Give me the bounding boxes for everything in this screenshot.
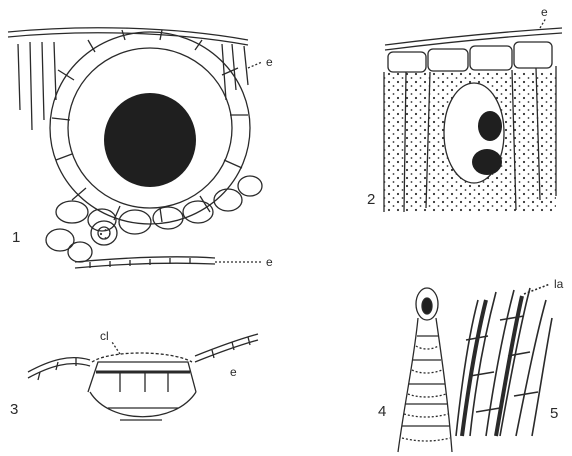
panel-2-dark-mass-upper [478, 111, 502, 141]
panel-3-label-e: e [230, 365, 237, 379]
panel-1-dark-mass [104, 93, 196, 187]
panel-2-drawing [384, 18, 562, 212]
panel-5-number: 5 [550, 405, 558, 422]
panel-5-drawing [456, 284, 552, 436]
panel-1-label-lower-epidermis: e [266, 255, 273, 269]
panel-1-label-upper-epidermis: e [266, 55, 273, 69]
panel-5-label-la: la [554, 277, 564, 291]
panel-2-label-epidermis: e [541, 5, 548, 19]
panel-4-drawing [398, 288, 452, 452]
panel-1-number: 1 [12, 229, 20, 246]
panel-2-dark-mass-lower [472, 149, 502, 175]
panel-2-number: 2 [367, 191, 375, 208]
panel-3-number: 3 [10, 401, 18, 418]
panel-4-number: 4 [378, 403, 386, 420]
panel-3-label-cl: cl [100, 329, 109, 343]
panel-3-drawing [28, 334, 258, 420]
